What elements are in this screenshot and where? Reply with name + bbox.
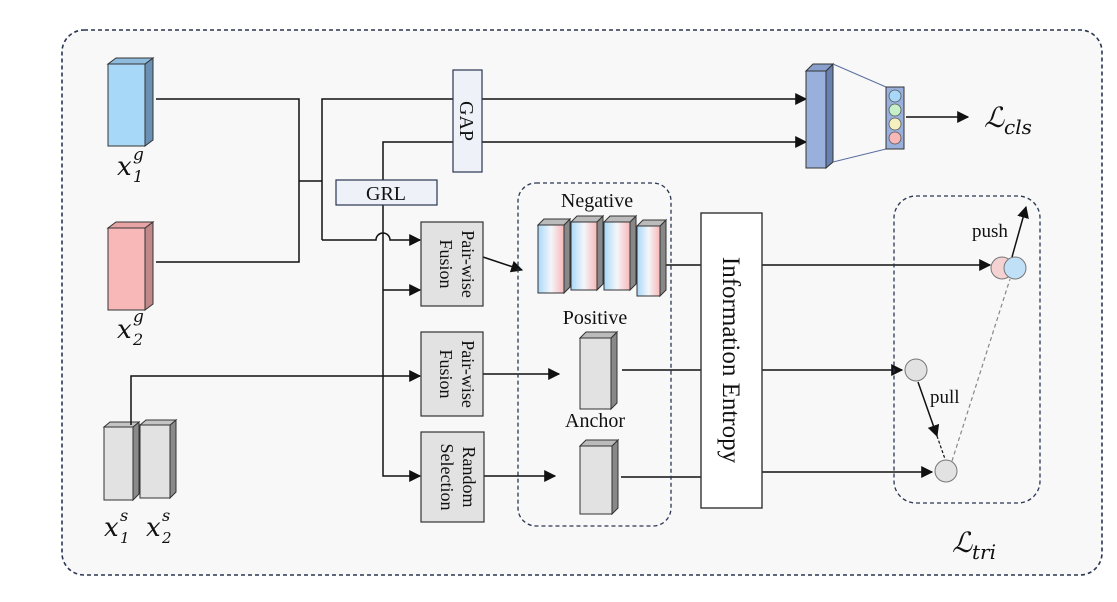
anchor-sample [578,438,620,516]
label-x1s-sup: s [120,506,128,525]
grl-box [335,179,438,206]
label-x1s: x [104,513,119,543]
random-selection-label-a: Random [459,447,479,508]
label-x1g-sub: 1 [133,167,143,186]
pairwise-fusion-label-1a: Pair-wise [458,230,478,298]
negative-point-blue [1003,256,1027,280]
feature-x1g [106,57,155,147]
label-x2s-sub: 2 [161,529,172,547]
random-selection-label-b: Selection [437,444,457,511]
output-node-3 [888,117,902,131]
anchor-negative-distance [951,278,1011,462]
push-arrow [1011,205,1029,258]
label-x2s-sup: s [162,506,170,525]
classifier-block [804,62,835,170]
loss-cls-sub: cls [1004,115,1032,139]
negative-samples [536,214,668,298]
information-entropy-label: Information Entropy [717,257,744,464]
feature-x2s [138,418,178,500]
pairwise-fusion-box-1 [420,221,484,307]
triplet-space [893,195,1041,504]
information-entropy-box [700,212,763,509]
pull-label: pull [930,387,960,408]
fc-connector [832,63,887,163]
positive-sample [578,330,619,411]
label-x1s-sub: 1 [120,529,130,547]
output-node-1 [888,89,902,103]
fc-output-layer [885,86,905,150]
pairwise-fusion-box-2 [420,331,484,417]
label-x1g: x [117,152,132,182]
pairwise-fusion-label-1b: Fusion [436,239,456,288]
anchor-label: Anchor [565,410,625,432]
sample-container [517,182,672,527]
label-x1g-sup: g [133,145,144,165]
label-x2s: x [146,513,161,543]
loss-tri-label: ℒ [952,526,973,559]
output-node-4 [888,131,902,145]
pairwise-fusion-label-2b: Fusion [436,349,456,398]
label-x2g: x [117,315,132,345]
pull-dashed [936,435,946,460]
label-x2g-sub: 2 [132,330,143,349]
triplet-points [904,256,1027,483]
anchor-point [934,459,958,483]
connections [130,93,992,482]
push-label: push [972,221,1008,242]
feature-x1s [102,420,141,502]
grl-label: GRL [366,183,406,205]
loss-cls-label: ℒ [984,101,1005,134]
gap-box [452,69,483,173]
positive-point [904,358,928,382]
pairwise-fusion-label-2a: Pair-wise [458,340,478,408]
pull-arrow [917,381,940,438]
feature-x2g [106,221,155,311]
output-node-2 [888,103,902,117]
negative-label: Negative [561,190,633,212]
random-selection-box [420,431,485,523]
gap-label: GAP [455,101,477,141]
loss-tri-sub: tri [972,540,996,564]
label-x2g-sup: g [133,307,144,327]
positive-label: Positive [563,307,628,329]
